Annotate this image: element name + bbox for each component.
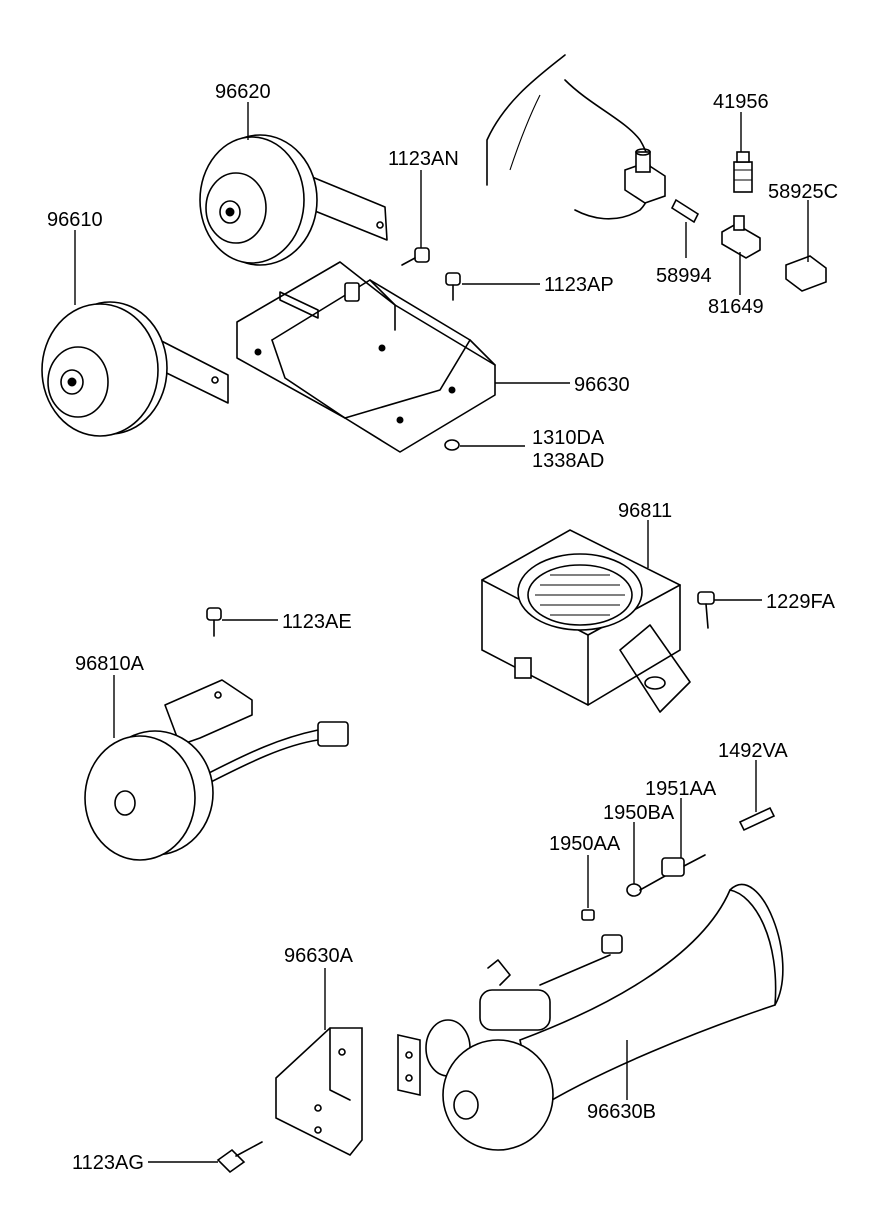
label-96810A: 96810A bbox=[75, 653, 145, 675]
label-1951AA: 1951AA bbox=[645, 778, 717, 800]
fitting-58994 bbox=[670, 198, 700, 224]
label-81649: 81649 bbox=[708, 296, 764, 318]
horn-96610 bbox=[41, 301, 229, 437]
bolt-1123AP bbox=[445, 272, 461, 301]
label-96811: 96811 bbox=[618, 500, 672, 522]
label-96630B: 96630B bbox=[587, 1101, 656, 1123]
label-1123AE: 1123AE bbox=[282, 611, 352, 633]
bracket-96630A bbox=[275, 1027, 363, 1157]
fitting-on-tank bbox=[624, 148, 666, 204]
label-1123AG: 1123AG bbox=[72, 1152, 144, 1174]
buzzer-96811 bbox=[481, 529, 691, 713]
label-1123AP: 1123AP bbox=[544, 274, 614, 296]
label-1229FA: 1229FA bbox=[766, 591, 836, 613]
horn-96810A bbox=[84, 679, 349, 861]
label-1950AA: 1950AA bbox=[549, 833, 621, 855]
pin-1950AA bbox=[581, 909, 595, 921]
bolt-1123AG bbox=[216, 1141, 263, 1174]
bolt-1123AE bbox=[206, 607, 222, 637]
horn-mount-plate bbox=[397, 1033, 421, 1097]
label-1310DA: 1310DA bbox=[532, 427, 605, 449]
fitting-1950BA-1951AA bbox=[626, 854, 706, 897]
fitting-81649 bbox=[721, 215, 761, 259]
label-1950BA: 1950BA bbox=[603, 802, 675, 824]
screw-1229FA bbox=[697, 591, 715, 629]
label-58994: 58994 bbox=[656, 265, 712, 287]
label-1338AD: 1338AD bbox=[532, 450, 604, 472]
tube-1492VA bbox=[738, 806, 776, 832]
air-horn-96630B bbox=[425, 883, 784, 1151]
fitting-58925C bbox=[785, 255, 827, 292]
fitting-41956 bbox=[733, 151, 753, 193]
horn-96620 bbox=[199, 134, 388, 266]
bracket-96630 bbox=[236, 261, 496, 453]
label-96630: 96630 bbox=[574, 374, 630, 396]
label-96620: 96620 bbox=[215, 81, 271, 103]
air-tank bbox=[486, 54, 652, 220]
label-1492VA: 1492VA bbox=[718, 740, 788, 762]
label-58925C: 58925C bbox=[768, 181, 838, 203]
label-96630A: 96630A bbox=[284, 945, 354, 967]
label-96610: 96610 bbox=[47, 209, 103, 231]
leader-lines bbox=[74, 102, 809, 1163]
nut-1310DA bbox=[444, 439, 460, 451]
label-1123AN: 1123AN bbox=[388, 148, 459, 170]
label-41956: 41956 bbox=[713, 91, 769, 113]
bolt-1123AN bbox=[401, 247, 430, 266]
